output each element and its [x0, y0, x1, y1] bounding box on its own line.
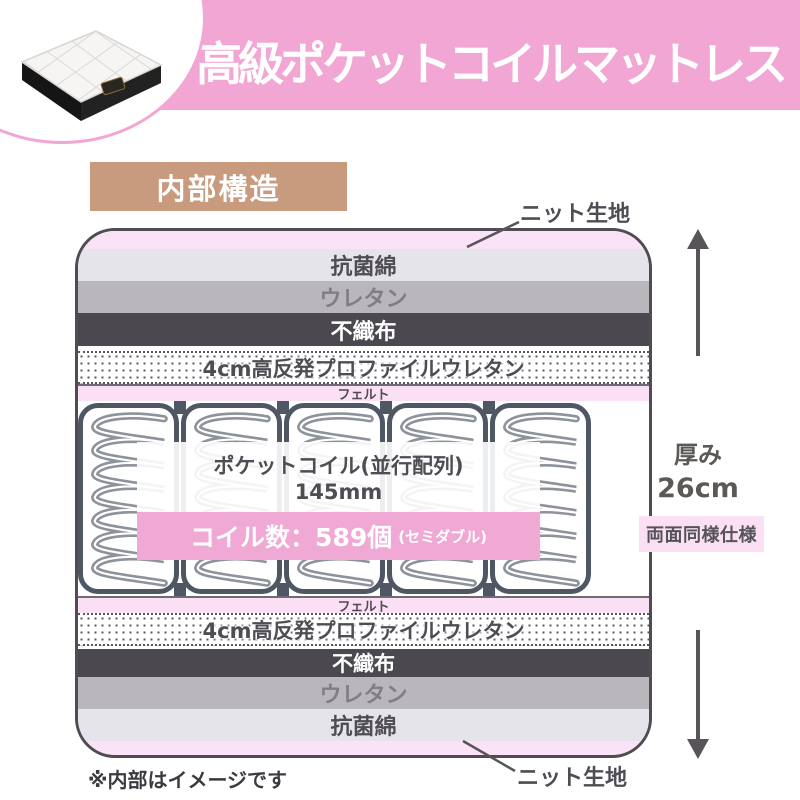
layer-nonwoven-bottom: 不織布	[78, 649, 649, 677]
divider-line	[78, 596, 649, 598]
layer-spacer	[78, 346, 649, 351]
coil-height-text: 145mm	[294, 480, 383, 504]
footnote: ※内部はイメージです	[88, 768, 288, 792]
thickness-arrow-down	[687, 630, 709, 759]
mattress-photo	[20, 30, 163, 121]
coil-count-note: (セミダブル)	[398, 527, 487, 546]
layer-urethane-bottom: ウレタン	[78, 677, 649, 709]
coil-spec-box: ポケットコイル(並行配列) 145mm	[137, 442, 540, 512]
pocket-connector	[483, 401, 495, 414]
layer-antibacterial-cotton-bottom: 抗菌綿	[78, 709, 649, 741]
layer-profile-urethane-bottom: 4cm高反発プロファイルウレタン	[78, 613, 649, 646]
thickness-value: 26cm	[657, 473, 739, 504]
pocket-connector	[380, 401, 392, 414]
pocket-connector	[174, 401, 186, 414]
pocket-connector	[277, 583, 289, 596]
pocket-connector	[380, 583, 392, 596]
layer-nonwoven-top: 不織布	[78, 313, 649, 346]
section-title: 内部構造	[90, 162, 347, 211]
layer-spacer	[78, 646, 649, 649]
knit-fabric-label-bottom: ニット生地	[517, 766, 628, 791]
layer-urethane-top: ウレタン	[78, 281, 649, 313]
both-sides-note: 両面同様仕様	[639, 516, 764, 552]
coil-count-text: コイル数：589個	[190, 523, 393, 552]
divider-line	[78, 384, 649, 386]
layer-knit-top	[78, 231, 649, 249]
pocket-connector	[277, 401, 289, 414]
layer-felt-bottom: フェルト	[78, 598, 649, 615]
pocket-connector	[483, 583, 495, 596]
thickness-label: 厚み	[674, 441, 722, 469]
coil-count-box: コイル数：589個 (セミダブル)	[137, 512, 540, 560]
layer-felt-top: フェルト	[78, 386, 649, 403]
layer-profile-urethane-top: 4cm高反発プロファイルウレタン	[78, 351, 649, 384]
pocket-connector	[174, 583, 186, 596]
thickness-arrow-up	[687, 229, 709, 356]
layer-antibacterial-cotton-top: 抗菌綿	[78, 249, 649, 281]
knit-fabric-label-top: ニット生地	[520, 202, 631, 227]
layer-knit-bottom	[78, 741, 649, 755]
page-title: 高級ポケットコイルマットレス	[196, 37, 788, 91]
coil-type-text: ポケットコイル(並行配列)	[213, 454, 464, 478]
